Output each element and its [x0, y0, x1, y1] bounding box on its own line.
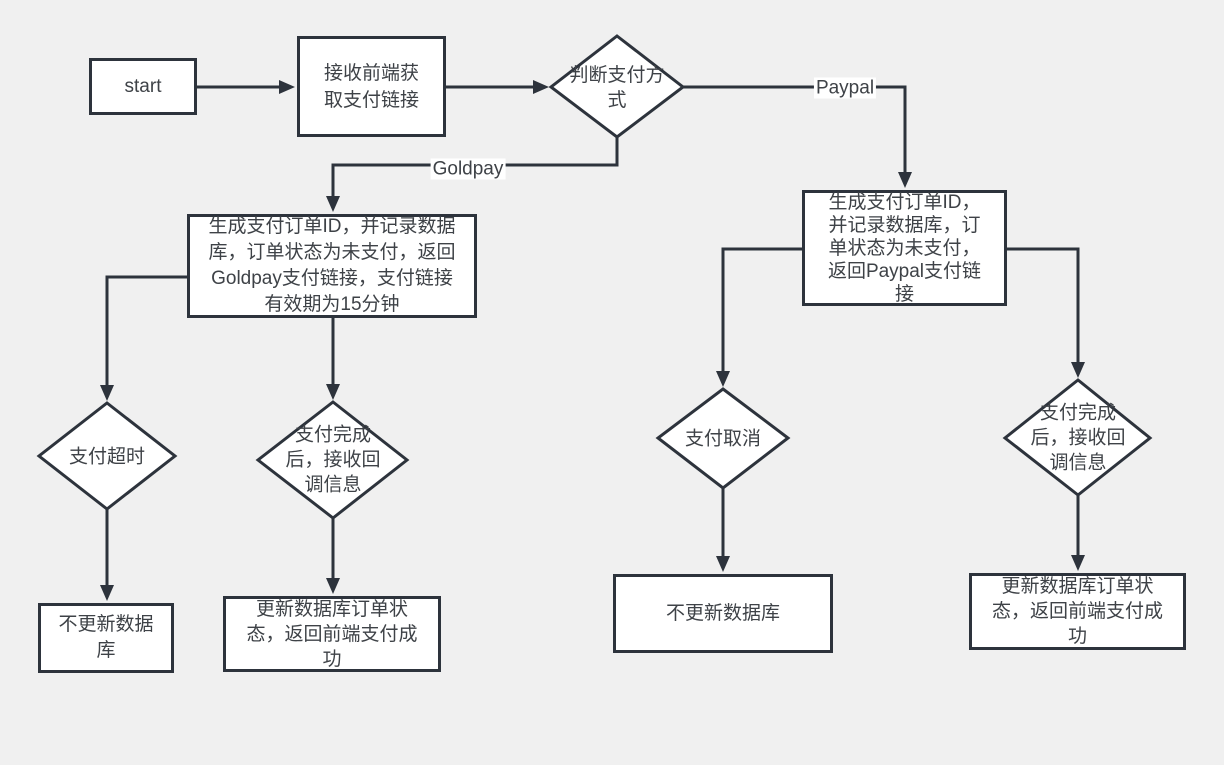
node-decision-shape	[548, 34, 686, 139]
node-update-db-left-label: 更新数据库订单状 态，返回前端支付成 功	[246, 598, 418, 670]
node-no-update-db-right: 不更新数据库	[613, 574, 833, 653]
node-goldpay-generate-order-label: 生成支付订单ID，并记录数据 库，订单状态为未支付，返回 Goldpay支付链接…	[208, 216, 456, 315]
node-no-update-db-right-label: 不更新数据库	[665, 602, 780, 624]
node-cancel-shape	[655, 387, 791, 490]
node-no-update-db-left: 不更新数据 库	[38, 603, 174, 673]
node-no-update-db-left-label: 不更新数据 库	[58, 614, 154, 661]
node-update-db-right: 更新数据库订单状 态，返回前端支付成 功	[969, 573, 1186, 650]
node-complete-right-shape	[1002, 378, 1153, 497]
node-update-db-left: 更新数据库订单状 态，返回前端支付成 功	[223, 596, 441, 672]
node-start-label: start	[124, 75, 162, 97]
node-receive-payment-link-label: 接收前端获 取支付链接	[323, 62, 419, 111]
edge-label-goldpay: Goldpay	[430, 158, 506, 180]
edge-goldpay-box-to-timeout	[100, 275, 187, 401]
node-paypal-generate-order: 生成支付订单ID， 并记录数据库，订 单状态为未支付， 返回Paypal支付链 …	[802, 190, 1007, 306]
node-goldpay-generate-order: 生成支付订单ID，并记录数据 库，订单状态为未支付，返回 Goldpay支付链接…	[187, 214, 477, 318]
node-start: start	[89, 58, 197, 115]
node-complete-left-shape	[255, 400, 410, 520]
edge-decision-to-paypal-box	[683, 85, 912, 188]
node-timeout-shape	[36, 401, 178, 511]
edge-paypal-box-to-cancel	[716, 247, 802, 387]
node-receive-payment-link: 接收前端获 取支付链接	[297, 36, 446, 137]
node-update-db-right-label: 更新数据库订单状 态，返回前端支付成 功	[991, 576, 1163, 647]
edge-label-paypal: Paypal	[813, 77, 877, 99]
edge-paypal-box-to-complete-right	[1007, 247, 1085, 378]
node-paypal-generate-order-label: 生成支付订单ID， 并记录数据库，订 单状态为未支付， 返回Paypal支付链 …	[827, 191, 982, 305]
